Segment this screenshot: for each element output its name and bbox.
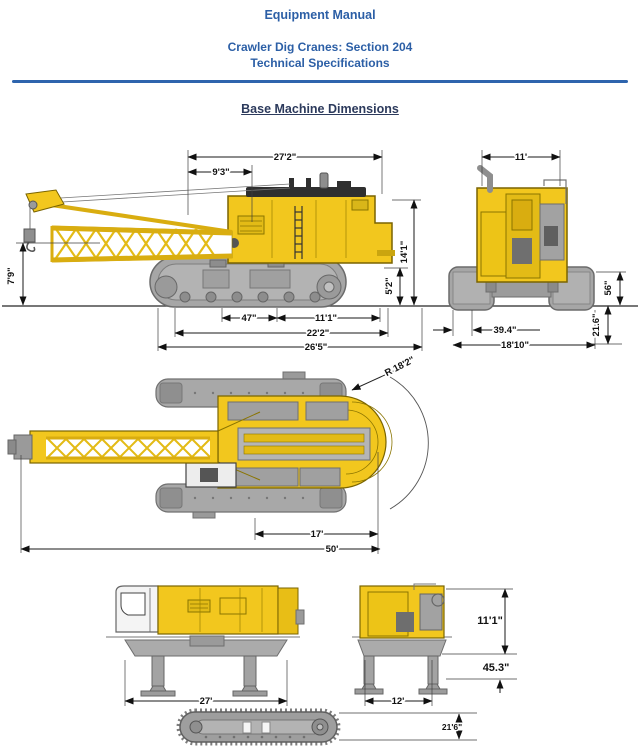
transport-rear-view: 12' 11'1" 45.3" [352,583,517,709]
handrail [543,179,567,204]
transport-rear-body [359,583,445,639]
track-unit-view: 21'6" [176,708,477,746]
dim-transport-27: 27' [200,696,213,707]
side-view-dimensions: 27'2" 9'3" 7'9" 14'1" 5'2" [4,150,423,355]
side-view-boom [23,183,291,263]
rear-view-body [476,165,568,283]
dim-side-11-1: 11'1" [315,313,337,324]
header-divider [12,80,628,83]
rear-view-dimensions: 11' 39.4" 18'10" 56" 21.6" [433,150,626,353]
dim-side-track-height: 5'2" [384,277,395,294]
tail-swing-arc [389,376,429,510]
dim-rear-21-6in: 21.6" [591,314,602,337]
dim-side-9-3: 9'3" [212,167,229,178]
dim-plan-17: 17' [311,529,324,540]
transport-upperworks [157,585,305,635]
dim-side-22-2: 22'2" [307,328,330,339]
plan-view-tracks [155,371,347,519]
side-elevation-view: 27'2" 9'3" 7'9" 14'1" 5'2" [2,150,638,355]
dim-rear-39-4: 39.4" [494,325,517,336]
exhaust-stack [319,172,329,189]
dim-plan-50: 50' [326,544,339,555]
dim-transport-11-1: 11'1" [477,615,503,627]
dim-side-overall-top: 27'2" [274,152,297,163]
manual-title: Equipment Manual [264,8,376,22]
plan-view: R 18'2" 17' 50' [7,353,429,557]
transport-outriggers [124,635,288,697]
dim-transport-45-3: 45.3" [483,662,510,674]
dim-rear-18-10: 18'10" [501,340,529,351]
boom-tip-plan [13,434,33,460]
dim-transport-12: 12' [392,696,405,707]
dim-side-7-9: 7'9" [6,267,17,284]
transport-cab [115,585,159,633]
plan-view-boom [7,430,219,464]
dim-rear-width: 11' [515,152,527,163]
hook [26,241,36,252]
side-view-body [227,172,395,264]
access-ladder [294,206,303,259]
dim-rear-56: 56" [603,280,614,295]
exhaust-pipe [477,165,493,193]
dim-track-21-6: 21'6" [442,722,462,732]
dim-side-26-5: 26'5" [305,342,328,353]
dim-tail-radius: R 18'2" [383,355,417,379]
dim-side-overall-height: 14'1" [399,241,410,264]
manual-subtitle-section: Crawler Dig Cranes: Section 204 [227,40,413,54]
side-view-track [149,256,347,308]
hook-block [23,228,36,243]
manual-subtitle-specs: Technical Specifications [250,56,390,70]
dim-side-47: 47" [241,313,256,324]
transport-rear-outriggers [354,639,448,695]
page-title: Base Machine Dimensions [241,102,399,116]
plan-view-body [185,395,393,489]
transport-height-dimensions: 11'1" 45.3" [442,588,517,693]
transport-side-view: 27' [106,585,305,709]
rear-elevation-view: 11' 39.4" 18'10" 56" 21.6" [433,150,626,353]
